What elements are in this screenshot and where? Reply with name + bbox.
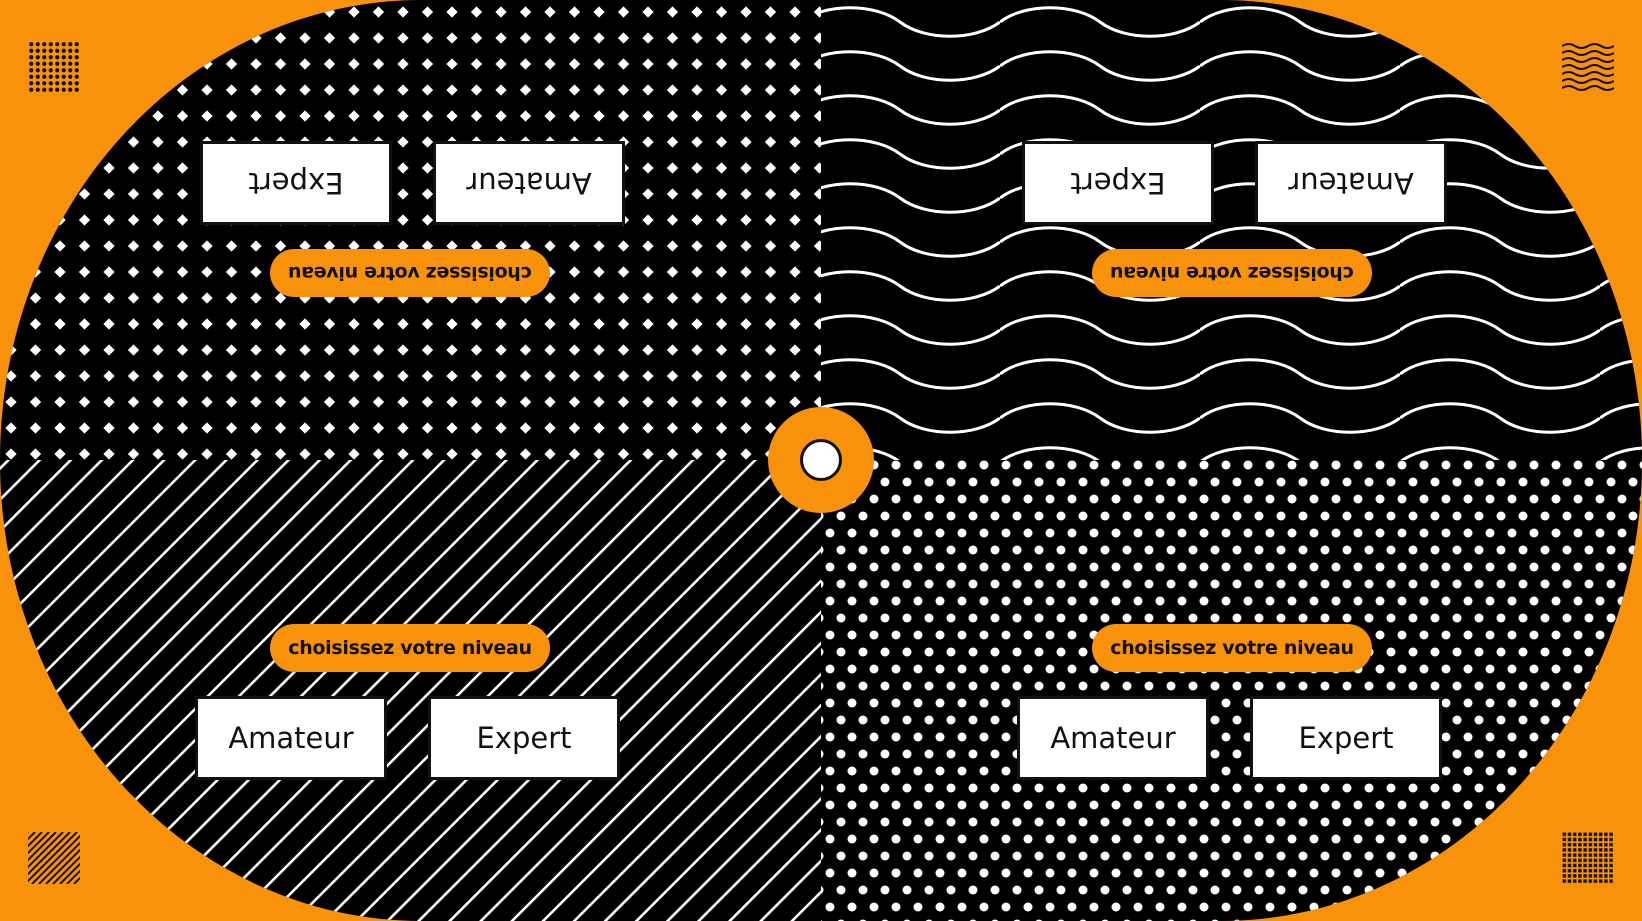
amateur-button[interactable]: Amateur [1255,141,1447,225]
player-panel-bottom-right: choisissez votre niveau Amateur Expert [1012,624,1452,784]
player-panel-top-left: choisissez votre niveau Amateur Expert [190,137,630,297]
level-prompt: choisissez votre niveau [270,624,550,672]
amateur-button[interactable]: Amateur [195,696,387,780]
expert-button[interactable]: Expert [200,141,392,225]
diagonal-lines-icon [28,832,80,884]
expert-button[interactable]: Expert [1022,141,1214,225]
player-panel-top-right: choisissez votre niveau Amateur Expert [1012,137,1452,297]
center-dot-icon [800,439,842,481]
square-grid-icon [1562,832,1614,884]
wave-lines-icon [1562,41,1614,93]
level-prompt: choisissez votre niveau [1092,624,1372,672]
player-panel-bottom-left: choisissez votre niveau Amateur Expert [190,624,630,784]
center-token[interactable] [768,407,874,513]
dot-grid-icon [28,41,80,93]
expert-button[interactable]: Expert [428,696,620,780]
level-prompt: choisissez votre niveau [270,249,550,297]
expert-button[interactable]: Expert [1250,696,1442,780]
amateur-button[interactable]: Amateur [1017,696,1209,780]
level-prompt: choisissez votre niveau [1092,249,1372,297]
amateur-button[interactable]: Amateur [433,141,625,225]
